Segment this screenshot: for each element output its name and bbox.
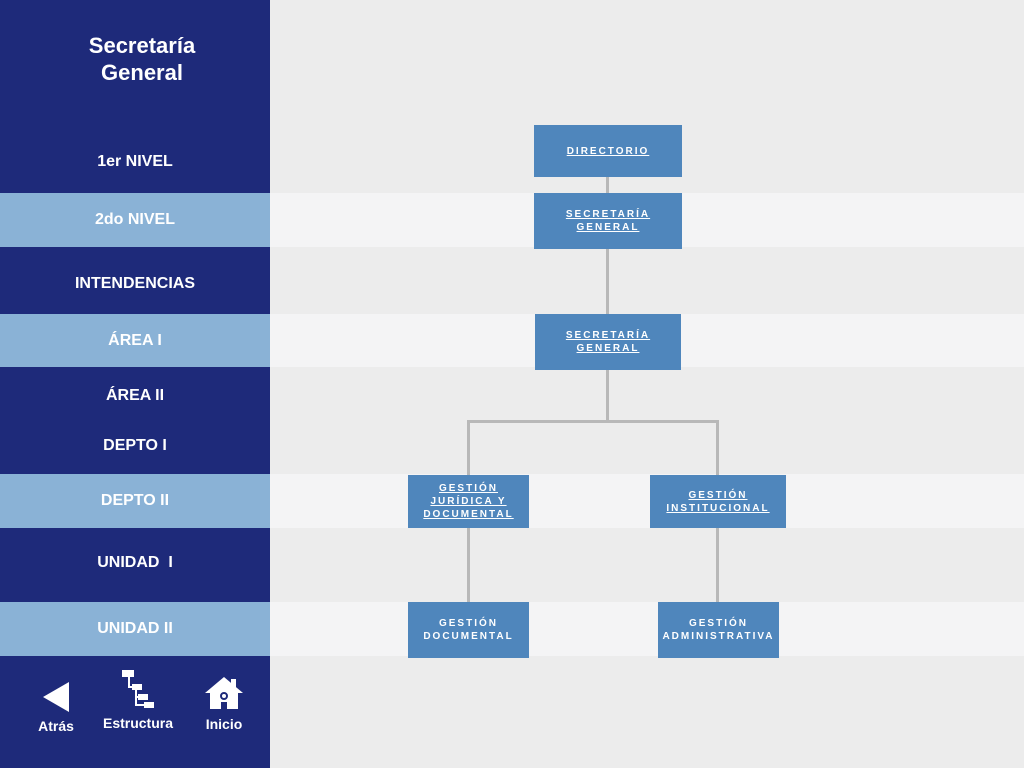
connector-secretaria-area bbox=[606, 249, 609, 314]
level-2do-nivel[interactable]: 2do NIVEL bbox=[0, 193, 270, 247]
home-icon bbox=[205, 677, 243, 709]
node-gestion-administrativa[interactable]: GESTIÓN ADMINISTRATIVA bbox=[658, 602, 779, 658]
structure-button[interactable]: Estructura bbox=[96, 668, 180, 731]
page-title: Secretaría General bbox=[0, 32, 284, 86]
node-documental-line1: GESTIÓN bbox=[438, 618, 498, 629]
connector-right-drop bbox=[716, 420, 719, 475]
node-juridica-line1: GESTIÓN bbox=[438, 483, 498, 494]
node-gestion-institucional[interactable]: GESTIÓN INSTITUCIONAL bbox=[650, 475, 786, 528]
node-secretaria-1-line2: GENERAL bbox=[576, 222, 640, 233]
level-area-ii[interactable]: ÁREA II bbox=[105, 387, 165, 404]
org-chart-icon bbox=[122, 670, 154, 708]
connector-left-down bbox=[467, 528, 470, 602]
back-button[interactable]: Atrás bbox=[28, 678, 84, 734]
node-secretaria-2-line2: GENERAL bbox=[576, 343, 640, 354]
node-directorio-label: DIRECTORIO bbox=[566, 145, 650, 157]
connector-secretaria-split bbox=[606, 370, 609, 422]
node-secretaria-general-2[interactable]: SECRETARÍA GENERAL bbox=[535, 314, 681, 370]
connector-right-down bbox=[716, 528, 719, 602]
level-depto-i[interactable]: DEPTO I bbox=[103, 437, 167, 454]
node-gestion-juridica[interactable]: GESTIÓN JURÍDICA Y DOCUMENTAL bbox=[408, 475, 529, 528]
structure-label: Estructura bbox=[102, 715, 174, 731]
band-depto-ii bbox=[270, 474, 1024, 528]
node-secretaria-1-line1: SECRETARÍA bbox=[565, 209, 651, 220]
node-documental-line2: DOCUMENTAL bbox=[423, 631, 514, 642]
connector-horizontal bbox=[467, 420, 719, 423]
level-area-i[interactable]: ÁREA I bbox=[0, 314, 270, 367]
back-arrow-icon bbox=[43, 682, 69, 712]
node-juridica-line3: DOCUMENTAL bbox=[423, 509, 514, 520]
node-administrativa-line1: GESTIÓN bbox=[688, 618, 748, 629]
node-secretaria-general-1[interactable]: SECRETARÍA GENERAL bbox=[534, 193, 682, 249]
level-unidad-i[interactable]: UNIDAD I bbox=[97, 554, 173, 571]
node-secretaria-2-line1: SECRETARÍA bbox=[565, 330, 651, 341]
back-label: Atrás bbox=[38, 718, 74, 734]
title-line-2: General bbox=[101, 60, 183, 85]
level-depto-ii[interactable]: DEPTO II bbox=[0, 474, 270, 528]
node-gestion-documental[interactable]: GESTIÓN DOCUMENTAL bbox=[408, 602, 529, 658]
level-unidad-ii[interactable]: UNIDAD II bbox=[0, 602, 270, 656]
level-1er-nivel[interactable]: 1er NIVEL bbox=[97, 153, 173, 170]
level-intendencias[interactable]: INTENDENCIAS bbox=[74, 275, 195, 292]
title-line-1: Secretaría bbox=[88, 33, 196, 58]
node-institucional-line1: GESTIÓN bbox=[688, 489, 748, 501]
node-directorio[interactable]: DIRECTORIO bbox=[534, 125, 682, 177]
home-button[interactable]: Inicio bbox=[196, 676, 252, 732]
node-institucional-line2: INSTITUCIONAL bbox=[666, 502, 770, 514]
node-administrativa-line2: ADMINISTRATIVA bbox=[662, 631, 775, 642]
node-juridica-line2: JURÍDICA Y bbox=[430, 496, 507, 507]
connector-left-drop bbox=[467, 420, 470, 475]
connector-directorio-secretaria bbox=[606, 177, 609, 193]
home-label: Inicio bbox=[205, 716, 243, 732]
band-unidad-ii bbox=[270, 602, 1024, 656]
